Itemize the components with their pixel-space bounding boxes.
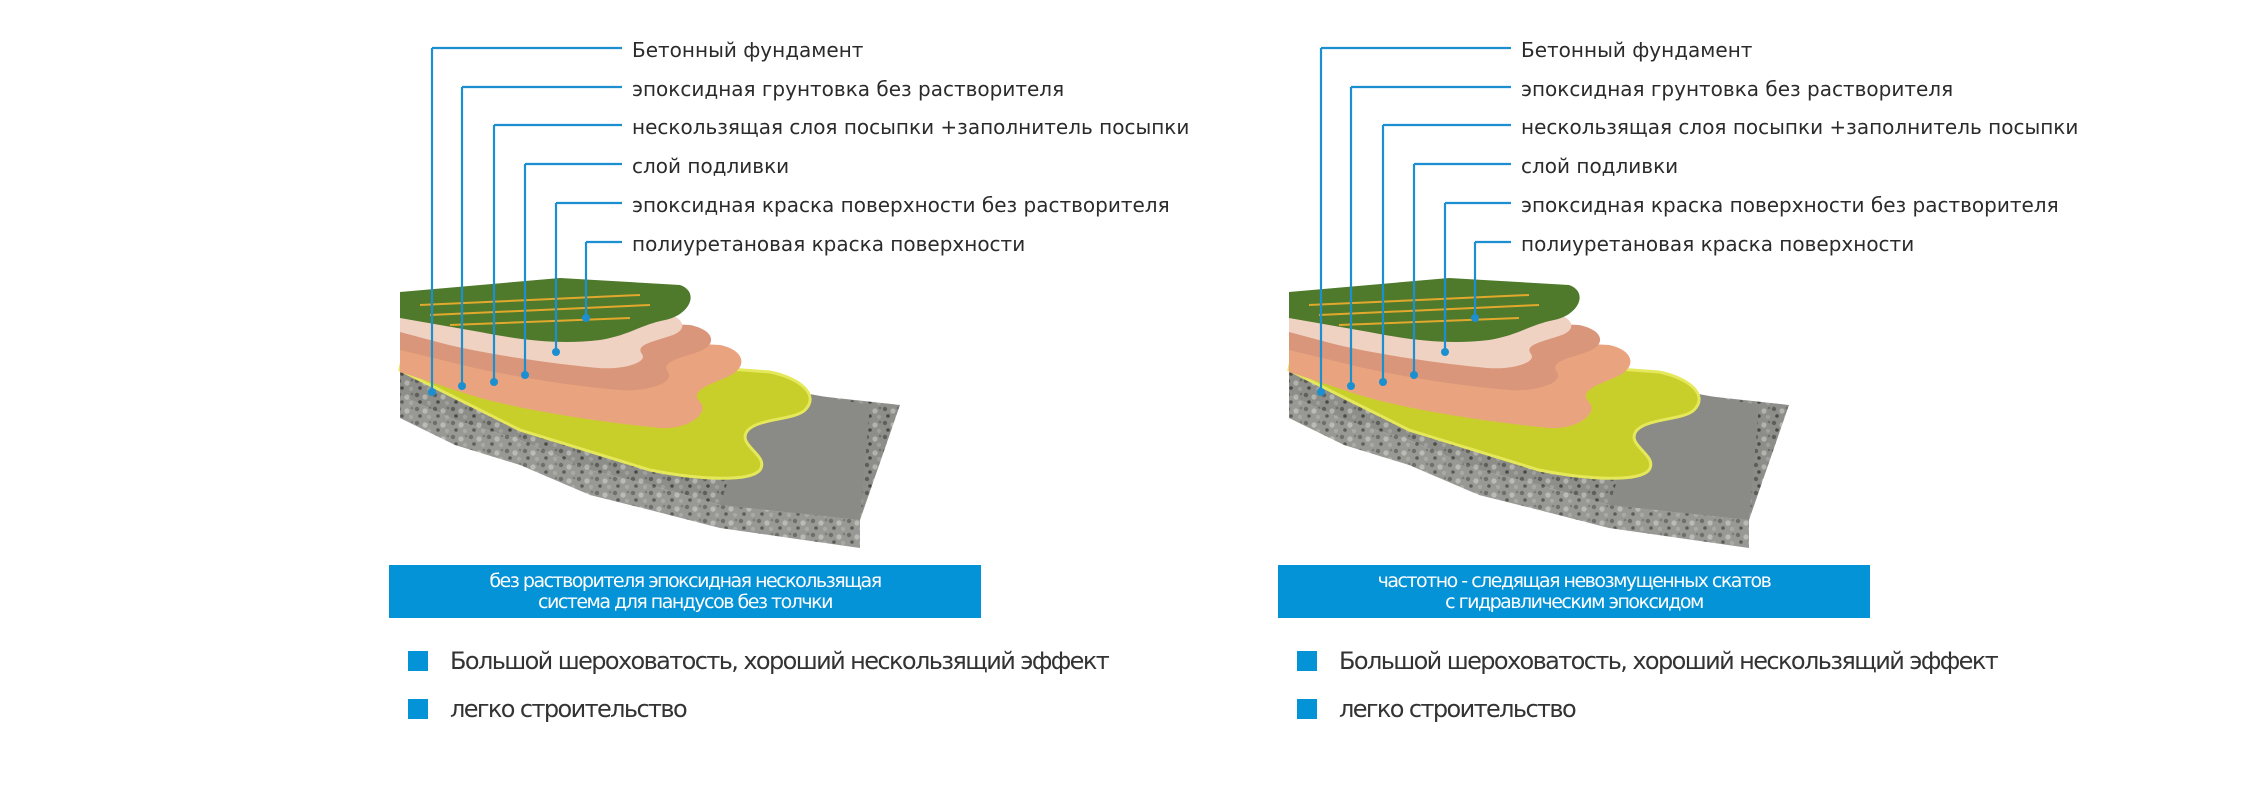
banner-line-1: без растворителя эпоксидная нескользящая: [489, 569, 882, 592]
layer-label-epoxy-paint: эпоксидная краска поверхности без раство…: [1521, 193, 2059, 217]
feature-text: легко строительство: [450, 695, 688, 723]
layer-label-concrete: Бетонный фундамент: [632, 38, 864, 62]
feature-item: Большой шероховатость, хороший нескользя…: [1297, 647, 1999, 675]
layer-label-epoxy-paint: эпоксидная краска поверхности без раство…: [632, 193, 1170, 217]
bullet-square-icon: [408, 699, 428, 719]
layer-label-concrete: Бетонный фундамент: [1521, 38, 1753, 62]
banner-line-2: система для пандусов без толчки: [538, 590, 833, 613]
feature-text: Большой шероховатость, хороший нескользя…: [450, 647, 1110, 675]
layer-label-grout: слой подливки: [1521, 154, 1679, 178]
layer-label-primer: эпоксидная грунтовка без растворителя: [632, 77, 1065, 101]
layer-label-grout: слой подливки: [632, 154, 790, 178]
leader-lines: [430, 46, 622, 392]
floor-layer-diagram: [398, 46, 900, 548]
layer-label-antislip: нескользящая слоя посыпки +заполнитель п…: [1521, 115, 2079, 139]
bullet-square-icon: [1297, 699, 1317, 719]
layer-label-polyurethane: полиуретановая краска поверхности: [632, 232, 1026, 256]
system-title-banner: без растворителя эпоксидная нескользящая…: [389, 565, 981, 618]
feature-text: Большой шероховатость, хороший нескользя…: [1339, 647, 1999, 675]
feature-item: Большой шероховатость, хороший нескользя…: [408, 647, 1110, 675]
banner-line-2: с гидравлическим эпоксидом: [1445, 590, 1704, 613]
system-panel-1: Бетонный фундамент эпоксидная грунтовка …: [389, 38, 1189, 723]
feature-text: легко строительство: [1339, 695, 1577, 723]
banner-line-1: частотно - следящая невозмущенных скатов: [1377, 569, 1772, 592]
bullet-square-icon: [1297, 651, 1317, 671]
floor-layer-diagram: [1287, 46, 1789, 548]
feature-item: легко строительство: [408, 695, 688, 723]
layer-label-polyurethane: полиуретановая краска поверхности: [1521, 232, 1915, 256]
layer-label-antislip: нескользящая слоя посыпки +заполнитель п…: [632, 115, 1190, 139]
system-title-banner: частотно - следящая невозмущенных скатов…: [1278, 565, 1870, 618]
layer-label-primer: эпоксидная грунтовка без растворителя: [1521, 77, 1954, 101]
feature-item: легко строительство: [1297, 695, 1577, 723]
bullet-square-icon: [408, 651, 428, 671]
leader-lines: [1319, 46, 1511, 392]
system-panel-2: Бетонный фундамент эпоксидная грунтовка …: [889, 0, 2078, 792]
